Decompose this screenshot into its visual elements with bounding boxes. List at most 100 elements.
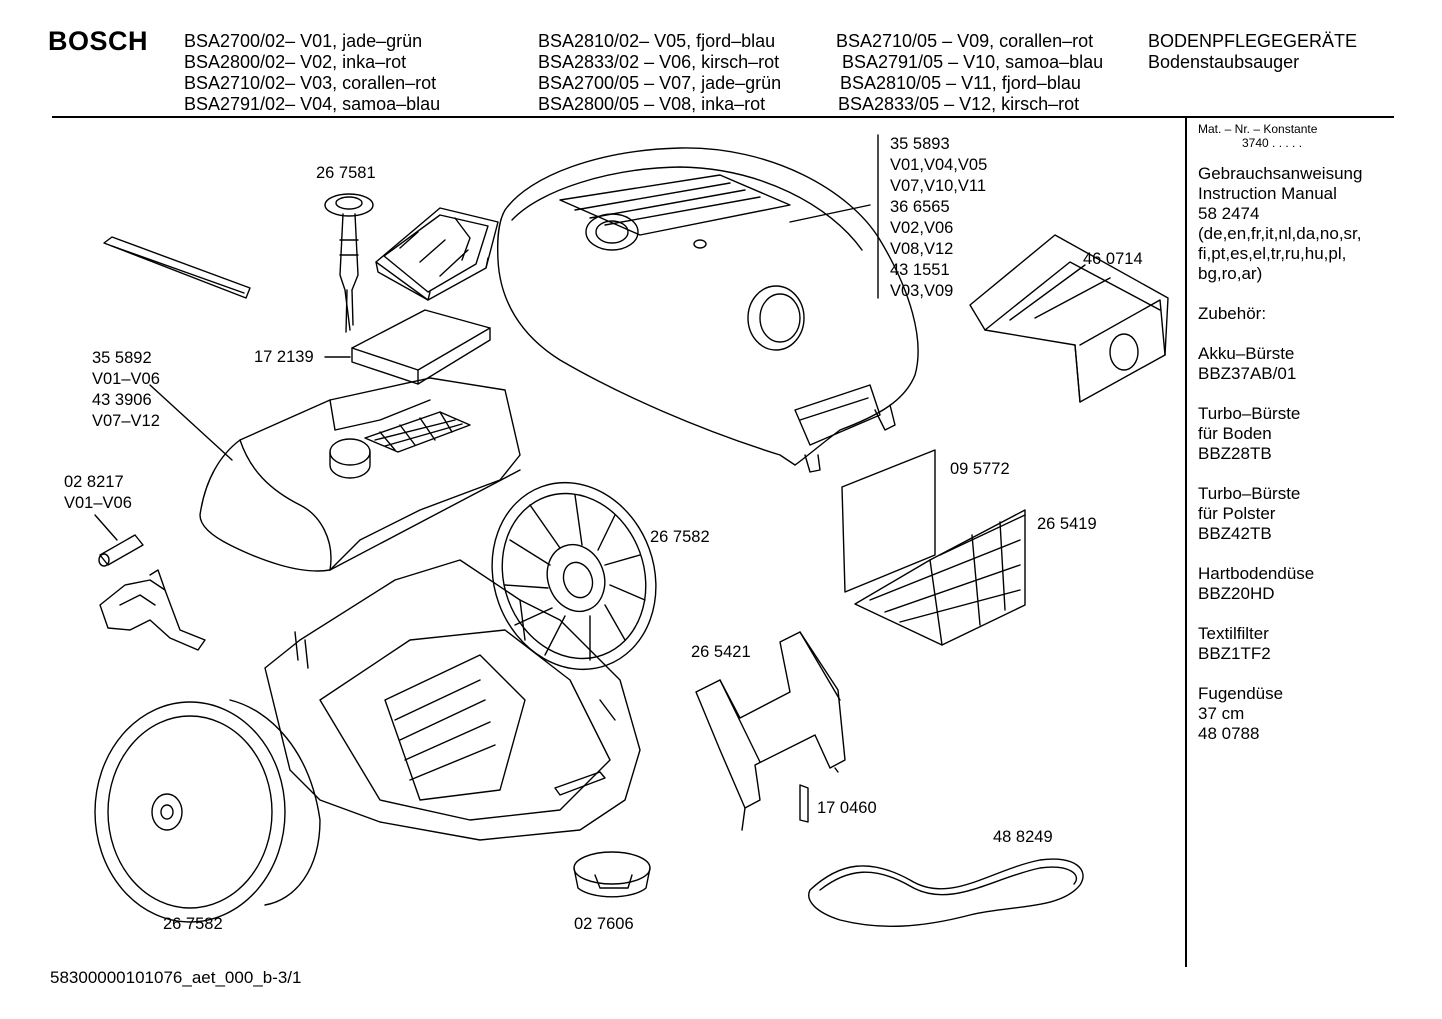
model-line: BSA2791/02– V04, samoa–blau xyxy=(184,94,441,114)
seal-strip-part xyxy=(104,237,250,298)
sidebar-text: fi,pt,es,el,tr,ru,hu,pl, xyxy=(1198,244,1347,263)
variant-text: V07,V10,V11 xyxy=(890,177,987,195)
cable-bracket-part xyxy=(100,570,205,650)
category-title: BODENPFLEGEGERÄTE xyxy=(1148,31,1358,51)
header-rule xyxy=(52,116,1394,118)
leader-line xyxy=(790,205,870,222)
variant-text: V01–V06 xyxy=(92,370,160,388)
part-number: 35 5892 xyxy=(92,349,152,367)
model-line: BSA2700/05 – V07, jade–grün xyxy=(538,73,782,93)
sidebar-text: 48 0788 xyxy=(1198,724,1260,743)
sidebar-text: 37 cm xyxy=(1198,704,1245,723)
label-48-8249: 48 8249 xyxy=(993,828,1053,846)
sidebar-text: Gebrauchsanweisung xyxy=(1198,164,1363,183)
dust-bag-part xyxy=(970,235,1168,402)
sidebar-text: (de,en,fr,it,nl,da,no,sr, xyxy=(1198,224,1362,243)
sidebar-text: Zubehör: xyxy=(1198,304,1267,323)
label-09-5772: 09 5772 xyxy=(950,460,1010,478)
label-26-5419: 26 5419 xyxy=(1037,515,1097,533)
sidebar-text: Hartbodendüse xyxy=(1198,564,1315,583)
sidebar-text: Instruction Manual xyxy=(1198,184,1337,203)
sidebar-text: 58 2474 xyxy=(1198,204,1260,223)
label-35-5892: 35 5892 V01–V06 43 3906 V07–V12 xyxy=(92,348,160,432)
top-cover-part xyxy=(498,148,918,472)
model-list-col3: BSA2710/05 – V09, corallen–rot BSA2791/0… xyxy=(836,31,1103,115)
drive-belt-part xyxy=(809,859,1083,926)
wheel-front-part xyxy=(95,700,320,922)
variant-text: V07–V12 xyxy=(92,412,160,430)
part-number: 02 8217 xyxy=(64,473,124,491)
document-id: 58300000101076_aet_000_b-3/1 xyxy=(50,968,302,987)
model-line: BSA2800/05 – V08, inka–rot xyxy=(538,94,766,114)
hose-connector-part xyxy=(574,852,650,897)
sidebar-text: Akku–Bürste xyxy=(1198,344,1295,363)
sidebar-text: BBZ20HD xyxy=(1198,584,1275,603)
label-26-7582-lower: 26 7582 xyxy=(163,915,223,933)
variant-text: V02,V06 xyxy=(890,219,954,237)
sidebar-group-hardfloor: Hartbodendüse BBZ20HD xyxy=(1198,564,1362,604)
model-list-col1: BSA2700/02– V01, jade–grün BSA2800/02– V… xyxy=(184,31,440,115)
sidebar-text: für Boden xyxy=(1198,424,1272,443)
sidebar-group-crevice: Fugendüse 37 cm 48 0788 xyxy=(1198,684,1362,744)
label-26-5421: 26 5421 xyxy=(691,643,751,661)
category-subtitle: Bodenstaubsauger xyxy=(1148,52,1300,72)
motor-housing-upper-part xyxy=(150,378,520,571)
variant-text: V01,V04,V05 xyxy=(890,156,988,174)
sidebar: Mat. – Nr. – Konstante 3740 . . . . . Ge… xyxy=(1198,122,1362,744)
variant-text: V03,V09 xyxy=(890,282,954,300)
sidebar-text: Textilfilter xyxy=(1198,624,1269,643)
exhaust-grill-part xyxy=(855,510,1025,645)
sidebar-text: für Polster xyxy=(1198,504,1276,523)
sidebar-text: BBZ42TB xyxy=(1198,524,1272,543)
sidebar-text: BBZ37AB/01 xyxy=(1198,364,1297,383)
sidebar-divider xyxy=(1185,117,1187,967)
model-line: BSA2833/02 – V06, kirsch–rot xyxy=(538,52,780,72)
part-number: 35 5893 xyxy=(890,135,950,153)
model-line: BSA2800/02– V02, inka–rot xyxy=(184,52,407,72)
model-list-col2: BSA2810/02– V05, fjord–blau BSA2833/02 –… xyxy=(538,31,781,115)
battery-part xyxy=(95,515,143,566)
sidebar-text: Turbo–Bürste xyxy=(1198,484,1301,503)
part-number: 36 6565 xyxy=(890,198,950,216)
model-line: BSA2833/05 – V12, kirsch–rot xyxy=(838,94,1080,114)
label-46-0714: 46 0714 xyxy=(1083,250,1143,268)
filter-cassette-part xyxy=(376,208,498,300)
label-26-7582-upper: 26 7582 xyxy=(650,528,710,546)
model-line: BSA2810/05 – V11, fjord–blau xyxy=(840,73,1081,93)
filter-sheet-part xyxy=(842,450,935,592)
release-pin-part xyxy=(325,194,373,332)
material-number-value: 3740 . . . . . xyxy=(1242,136,1303,150)
label-02-8217: 02 8217 V01–V06 xyxy=(64,472,132,514)
part-number: 43 3906 xyxy=(92,391,152,409)
product-category: BODENPFLEGEGERÄTE Bodenstaubsauger xyxy=(1148,31,1357,73)
sidebar-group-akku: Akku–Bürste BBZ37AB/01 xyxy=(1198,344,1362,384)
model-line: BSA2700/02– V01, jade–grün xyxy=(184,31,423,51)
wheel-rear-part xyxy=(466,459,681,692)
bag-holder-part xyxy=(696,632,845,830)
base-housing-part xyxy=(265,560,640,840)
part-number: 43 1551 xyxy=(890,261,950,279)
label-17-2139: 17 2139 xyxy=(254,348,314,366)
variant-text: V08,V12 xyxy=(890,240,954,258)
label-02-7606: 02 7606 xyxy=(574,915,634,933)
filter-pad-part xyxy=(325,310,490,384)
label-35-5893: 35 5893 V01,V04,V05 V07,V10,V11 36 6565 … xyxy=(890,134,987,302)
model-line: BSA2810/02– V05, fjord–blau xyxy=(538,31,776,51)
sidebar-group-accessories: Zubehör: xyxy=(1198,304,1362,324)
sidebar-group-turbo-floor: Turbo–Bürste für Boden BBZ28TB xyxy=(1198,404,1362,464)
sidebar-text: Turbo–Bürste xyxy=(1198,404,1301,423)
sidebar-group-textile: Textilfilter BBZ1TF2 xyxy=(1198,624,1362,664)
sidebar-text: Fugendüse xyxy=(1198,684,1284,703)
material-number-label: Mat. – Nr. – Konstante xyxy=(1198,122,1318,136)
variant-text: V01–V06 xyxy=(64,494,132,512)
model-line: BSA2710/05 – V09, corallen–rot xyxy=(836,31,1094,51)
label-17-0460: 17 0460 xyxy=(817,799,877,817)
label-26-7581: 26 7581 xyxy=(316,164,376,182)
model-line: BSA2791/05 – V10, samoa–blau xyxy=(842,52,1104,72)
sidebar-text: bg,ro,ar) xyxy=(1198,264,1263,283)
sidebar-text: BBZ1TF2 xyxy=(1198,644,1271,663)
sidebar-group-turbo-upholstery: Turbo–Bürste für Polster BBZ42TB xyxy=(1198,484,1362,544)
sidebar-text: BBZ28TB xyxy=(1198,444,1272,463)
model-line: BSA2710/02– V03, corallen–rot xyxy=(184,73,437,93)
